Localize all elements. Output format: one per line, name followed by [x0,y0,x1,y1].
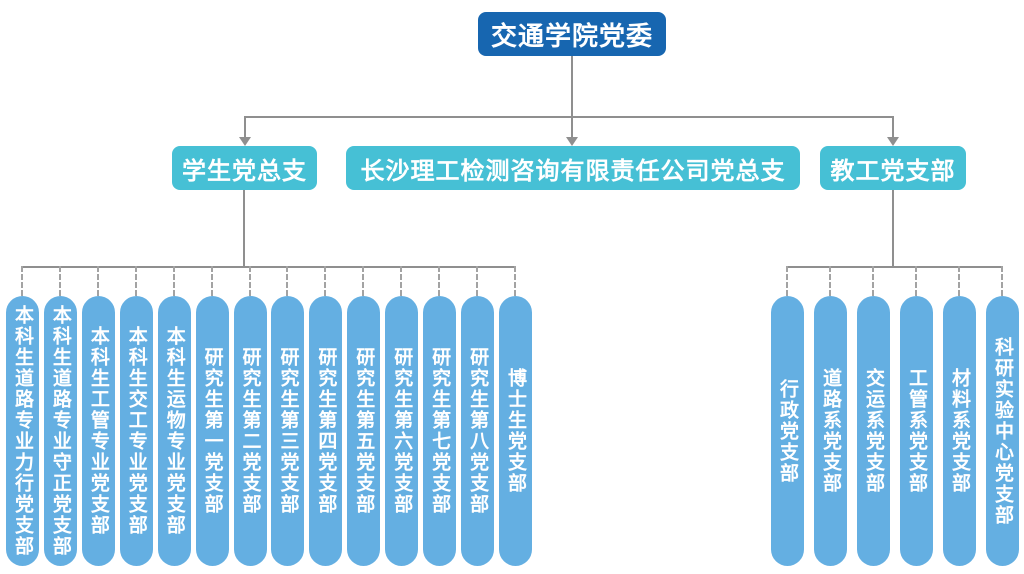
pill-node: 工管系党支部 [900,266,933,566]
pill-node: 研究生第五党支部 [347,266,381,566]
pill-node: 科研实验中心党支部 [986,266,1019,566]
pill-node: 研究生第三党支部 [271,266,305,566]
pill-node: 本科生道路专业力行党支部 [6,266,39,566]
pill-node: 研究生第八党支部 [461,266,495,566]
arrow-down-icon [887,137,899,146]
pill-node: 材料系党支部 [943,266,976,566]
pill-node: 道路系党支部 [814,266,847,566]
connector-stem [829,266,831,296]
pill-node: 本科生工管专业党支部 [81,266,115,566]
arrow-down-icon [239,137,251,146]
pill-node: 本科生道路专业守正党支部 [43,266,77,566]
pill-node: 行政党支部 [771,266,804,566]
pill-node: 研究生第二党支部 [233,266,267,566]
connector-faculty-hline [788,266,1003,268]
pill-node: 研究生第六党支部 [385,266,419,566]
pill-node: 本科生交工专业党支部 [119,266,153,566]
connector-drop-student [244,116,246,138]
connector-faculty-vline [892,190,894,267]
connector-stem [513,266,516,296]
connector-stem [210,266,213,296]
connector-drop-company [571,116,573,138]
connector-stem [915,266,917,296]
connector-top-hline [244,116,894,118]
connector-stem [58,266,61,296]
pill-node: 本科生运物专业党支部 [157,266,191,566]
connector-stem [872,266,874,296]
connector-stem [438,266,441,296]
connector-stem [286,266,289,296]
connector-stem [1001,266,1003,296]
connector-stem [786,266,788,296]
level2-node-company: 长沙理工检测咨询有限责任公司党总支 [346,146,800,190]
connector-stem [958,266,960,296]
student-branch-row: 本科生道路专业力行党支部 本科生道路专业守正党支部 本科生工管专业党支部 本科生… [6,266,532,566]
connector-student-hline [23,266,515,268]
pill-node: 交运系党支部 [857,266,890,566]
connector-stem [400,266,403,296]
connector-stem [96,266,99,296]
connector-root-vline [571,56,573,117]
connector-stem [324,266,327,296]
pill-node: 博士生党支部 [498,266,532,566]
connector-stem [476,266,479,296]
connector-drop-faculty [892,116,894,138]
pill-node: 研究生第一党支部 [195,266,229,566]
faculty-branch-row: 行政党支部 道路系党支部 交运系党支部 工管系党支部 材料系党支部 科研实验中心… [771,266,1019,566]
arrow-down-icon [566,137,578,146]
connector-student-vline [243,190,245,267]
connector-stem [134,266,137,296]
level2-node-faculty: 教工党支部 [820,146,966,190]
connector-stem [362,266,365,296]
connector-stem [21,266,23,296]
root-node: 交通学院党委 [478,12,666,56]
connector-stem [172,266,175,296]
connector-stem [248,266,251,296]
level2-node-student: 学生党总支 [172,146,317,190]
pill-node: 研究生第四党支部 [309,266,343,566]
pill-node: 研究生第七党支部 [423,266,457,566]
